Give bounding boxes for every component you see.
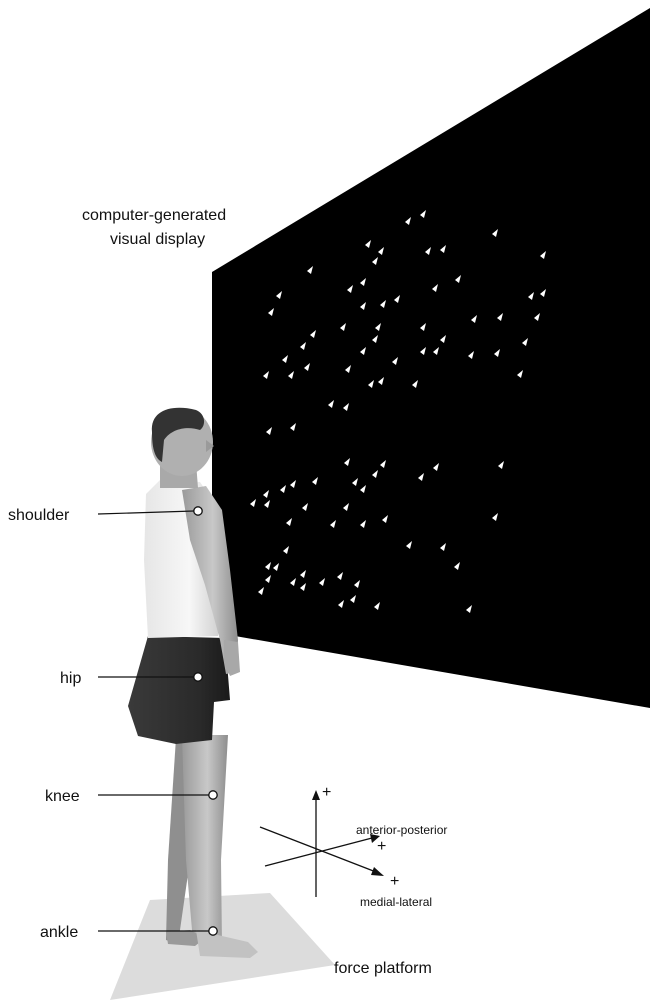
display-title-line2: visual display <box>110 231 205 248</box>
knee-label: knee <box>45 788 80 805</box>
medial-lateral-label: medial-lateral <box>360 895 432 909</box>
hip-label: hip <box>60 670 81 687</box>
anterior-posterior-label: anterior-posterior <box>356 823 447 837</box>
ap-axis-arrowhead <box>371 867 384 876</box>
ml-axis <box>265 838 372 866</box>
ml-plus-sign: + <box>390 873 399 890</box>
vertical-axis-arrowhead <box>312 790 320 800</box>
vertical-plus-sign: + <box>322 784 331 801</box>
visual-display-screen <box>212 8 650 708</box>
ankle-label: ankle <box>40 924 78 941</box>
ankle-marker <box>209 927 217 935</box>
ap-plus-sign: + <box>377 838 386 855</box>
display-title-line1: computer-generated <box>82 207 226 224</box>
shoulder-marker <box>194 507 202 515</box>
force-platform-label: force platform <box>334 960 432 977</box>
hip-marker <box>194 673 202 681</box>
knee-marker <box>209 791 217 799</box>
shoulder-label: shoulder <box>8 507 70 524</box>
coordinate-axes <box>260 790 384 897</box>
